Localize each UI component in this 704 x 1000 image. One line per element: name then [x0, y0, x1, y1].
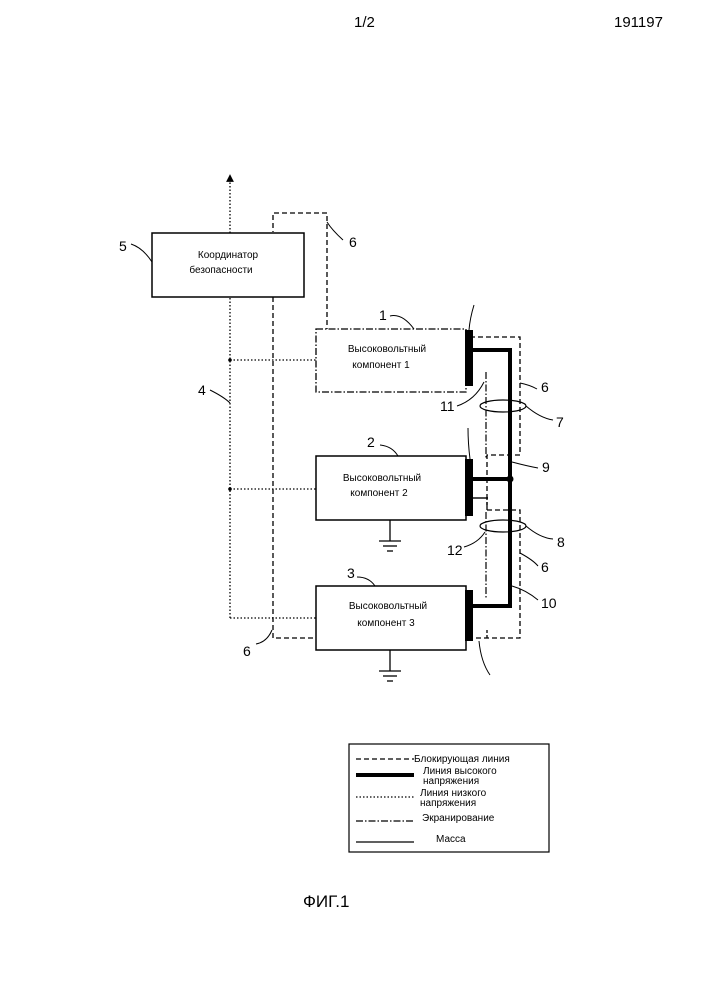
- ref-shield-lower: 12: [447, 542, 463, 558]
- hv-component-1-line1: Высоковольтный: [348, 344, 426, 355]
- shield-ring-upper: [480, 400, 526, 412]
- ref-hv-line-lower: 10: [541, 595, 557, 611]
- ref-low-voltage-bus: 4: [198, 382, 206, 398]
- connector-14: [465, 459, 473, 516]
- ref-interlock-right-upper: 6: [541, 379, 549, 395]
- hv-component-2-line1: Высоковольтный: [343, 473, 421, 484]
- hv-component-3-line2: компонент 3: [357, 618, 415, 629]
- ref-component-2: 2: [367, 434, 375, 450]
- ref-shield-ring-upper: 7: [556, 414, 564, 430]
- hv-component-3-line1: Высоковольтный: [349, 601, 427, 612]
- junction-dot: [228, 487, 232, 491]
- ground-symbol-2: [379, 520, 401, 551]
- hv-component-1-line2: компонент 1: [352, 360, 410, 371]
- legend-low-voltage-label-2: напряжения: [420, 798, 476, 809]
- ref-hv-line-upper: 9: [542, 459, 550, 475]
- coordinator-label-line2: безопасности: [189, 264, 252, 276]
- ground-symbol-3: [379, 650, 401, 681]
- interlock-loop: [273, 213, 520, 638]
- high-voltage-line-upper: [472, 350, 510, 479]
- ref-interlock-bottom: 6: [243, 643, 251, 659]
- ref-interlock-right-lower: 6: [541, 559, 549, 575]
- junction-dot: [228, 358, 232, 362]
- legend-interlock-label: Блокирующая линия: [414, 754, 510, 765]
- connector-13: [465, 330, 473, 386]
- high-voltage-lines: [470, 350, 510, 606]
- legend-ground-label: Масса: [436, 834, 466, 845]
- legend-high-voltage-label-2: напряжения: [423, 776, 479, 787]
- ref-component-1: 1: [379, 307, 387, 323]
- ref-interlock-top: 6: [349, 234, 357, 250]
- ref-coordinator: 5: [119, 238, 127, 254]
- shield-ring-lower: [480, 520, 526, 532]
- ref-component-3: 3: [347, 565, 355, 581]
- coordinator-label-line1: Координатор: [198, 250, 259, 261]
- hv-component-2-line2: компонент 2: [350, 488, 408, 499]
- high-voltage-node: [507, 476, 514, 483]
- figure-caption: ФИГ.1: [303, 892, 349, 912]
- connector-15: [465, 590, 473, 641]
- ref-shield-upper: 11: [440, 398, 455, 414]
- ref-shield-ring-lower: 8: [557, 534, 565, 550]
- legend: Блокирующая линия Линия высокого напряже…: [349, 744, 549, 852]
- legend-shielding-label: Экранирование: [422, 813, 495, 824]
